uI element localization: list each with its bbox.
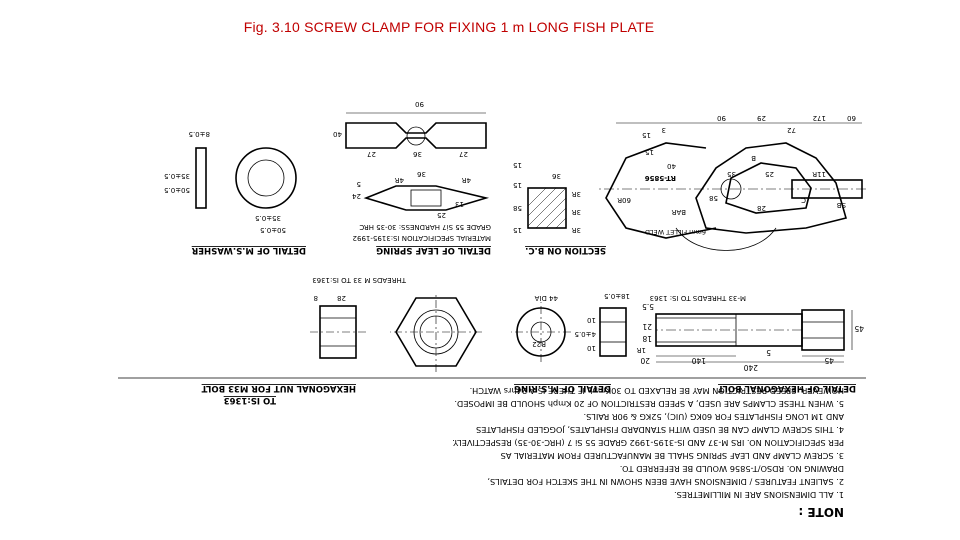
section-dim: 15 <box>513 181 522 189</box>
nut-dim: 8 <box>314 294 318 302</box>
washer-dim: 50±0.5 <box>260 226 286 234</box>
leaf-spring-dim: 25 <box>437 211 446 219</box>
nut-detail-subtitle: TO IS:1363 <box>224 395 276 405</box>
clamp-dim: B <box>751 154 756 162</box>
note-line: 4. THIS SCREW CLAMP CAN BE USED WITH STA… <box>476 425 844 435</box>
nut-thread-note: THREADS M 33 TO IS:1363 <box>312 276 407 284</box>
leaf-spring-dim: 90 <box>415 100 424 108</box>
clamp-dim: 25 <box>765 170 774 178</box>
notes-block: NOTE : 1. ALL DIMENSIONS ARE IN MILLIMET… <box>452 386 844 519</box>
clamp-dim: 172 <box>813 114 826 122</box>
clamp-dim: SB <box>837 201 846 209</box>
leaf-spring-dim: 4R <box>462 176 471 184</box>
note-line: PER SPECIFICATION NO. IRS M-37 AND IS-31… <box>452 438 844 448</box>
ring-dim: 1R <box>637 346 646 354</box>
clamp-bar-label: BAR <box>671 208 686 216</box>
leaf-spring-dim: 13 <box>455 200 464 208</box>
clamp-dim: 90 <box>717 114 726 122</box>
ring-dim: 44 DIA <box>534 294 558 302</box>
leaf-spring-dim: 5 <box>357 180 361 188</box>
clamp-weld-note: 6mm FILLET WELD <box>645 228 706 236</box>
bolt-dim: 20 <box>640 356 650 365</box>
section-dim: 15 <box>513 161 522 169</box>
engineering-drawing: NOTE : 1. ALL DIMENSIONS ARE IN MILLIMET… <box>118 58 866 528</box>
section-dim: 58 <box>513 204 522 212</box>
leaf-spring-dim: 27 <box>459 150 468 158</box>
bolt-dim: 140 <box>691 356 706 365</box>
bolt-dim: 240 <box>743 363 758 372</box>
note-line: 5. WHEN THESE CLAMPS ARE USED, A SPEED R… <box>454 399 844 409</box>
note-line: 3. SCREW CLAMP AND LEAF SPRING SHALL BE … <box>501 451 844 461</box>
section-dim: 36 <box>552 172 561 180</box>
clamp-dim: 15 <box>642 131 651 139</box>
section-dim: 3R <box>572 208 581 216</box>
leaf-spring-title: DETAIL OF LEAF SPRING <box>376 245 491 255</box>
bolt-dim: 21 <box>642 322 652 331</box>
clamp-dim: C <box>801 196 806 204</box>
leaf-spring-dim: 36 <box>417 170 426 178</box>
leaf-spring-dim: 36 <box>413 150 422 158</box>
bolt-dim: 18 <box>642 334 652 343</box>
section-title: SECTION ON B.C. <box>525 245 606 255</box>
leaf-spring-drawing: DETAIL OF LEAF SPRING MATERIAL SPECIFICA… <box>333 100 491 255</box>
slide-title: Fig. 3.10 SCREW CLAMP FOR FIXING 1 m LON… <box>243 19 655 35</box>
section-dim: 3R <box>572 226 581 234</box>
bolt-drawing: 240 140 20 45 5 18 21 45 5.5 M-33 THREAD… <box>640 294 864 372</box>
drawing-canvas: NOTE : 1. ALL DIMENSIONS ARE IN MILLIMET… <box>118 100 866 519</box>
clamp-dim: 60 <box>847 114 856 122</box>
clamp-dim: 58 <box>709 194 718 202</box>
clamp-part-label: RT-5856 <box>645 174 676 182</box>
nut-drawing: 28 8 THREADS M 33 TO IS:1363 <box>310 276 482 372</box>
ring-dim: R22 <box>532 340 546 348</box>
leaf-spring-material: GRADE 55 Si7 HARDNESS: 30-35 HRC <box>359 223 491 231</box>
bolt-dim: 45 <box>824 356 834 365</box>
nut-dim: 28 <box>337 294 346 302</box>
clamp-assembly-drawing: RT-5856 BAR 6mm FILLET WELD 3 15 40 15 C… <box>596 114 866 251</box>
leaf-spring-dim: 24 <box>352 192 361 200</box>
section-dim: 3R <box>572 190 581 198</box>
washer-dim: 50±0.5 <box>164 186 190 194</box>
leaf-spring-dim: 27 <box>367 150 376 158</box>
clamp-dim: 72 <box>787 126 796 134</box>
section-drawing: SECTION ON B.C. 36 3R 3R 3R 15 15 58 15 <box>513 161 606 255</box>
ring-dim: 18±0.5 <box>604 292 630 300</box>
washer-drawing: DETAIL OF M.S.WASHER 50±0.5 35±0.5 50±0.… <box>164 130 306 255</box>
clamp-dim: 3 <box>662 126 666 134</box>
bolt-dim: 5 <box>766 348 771 357</box>
ring-dim: 4±0.5 <box>575 330 596 338</box>
bolt-detail-title: DETAIL OF HEXAGONAL BOLT <box>718 383 856 393</box>
clamp-dim: 11R <box>812 170 826 178</box>
ring-dim: 10 <box>587 344 596 352</box>
ring-dim: 10 <box>587 316 596 324</box>
note-line: AND 1M LONG FISHPLATES FOR 60KG (UIC), 5… <box>584 412 844 422</box>
note-line: DRAWING NO. RDSO/T-5856 WOULD BE REFERRE… <box>620 464 844 474</box>
clamp-dim: 28 <box>757 204 766 212</box>
section-dim: 15 <box>513 226 522 234</box>
washer-detail-title: DETAIL OF M.S.WASHER <box>191 245 306 255</box>
note-line: HOWEVER, SPEED RESTRICTION MAY BE RELAXE… <box>470 386 844 396</box>
note-line: 2. SALIENT FEATURES / DIMENSIONS HAVE BE… <box>487 477 844 487</box>
notes-heading: NOTE : <box>798 505 844 519</box>
clamp-dim: 60R <box>617 196 631 204</box>
clamp-dim: 29 <box>757 114 766 122</box>
washer-dim: 35±0.5 <box>164 172 190 180</box>
bolt-thread-note: M-33 THREADS TO IS: 1363 <box>650 294 746 302</box>
ring-drawing: 18±0.5 10 4±0.5 10 1R 44 DIA R22 <box>511 292 646 362</box>
bolt-dim: 5.5 <box>642 302 654 311</box>
clamp-dim: 35 <box>727 170 736 178</box>
bolt-dim: 45 <box>854 324 864 333</box>
clamp-dim: 15 <box>645 148 654 156</box>
ring-detail-title: DETAIL OF M.S.RING <box>514 383 611 393</box>
washer-dim: 8±0.5 <box>189 130 210 138</box>
leaf-spring-dim: 40 <box>333 130 342 138</box>
leaf-spring-dim: 4R <box>395 176 404 184</box>
leaf-spring-material: MATERIAL SPECIFICATION IS:3195-1992 <box>353 234 491 242</box>
nut-detail-title: HEXAGONAL NUT FOR M33 BOLT <box>201 383 356 393</box>
note-line: 1. ALL DIMENSIONS ARE IN MILLIMETRES. <box>674 490 844 500</box>
washer-dim: 35±0.5 <box>255 214 281 222</box>
clamp-dim: 40 <box>667 162 676 170</box>
